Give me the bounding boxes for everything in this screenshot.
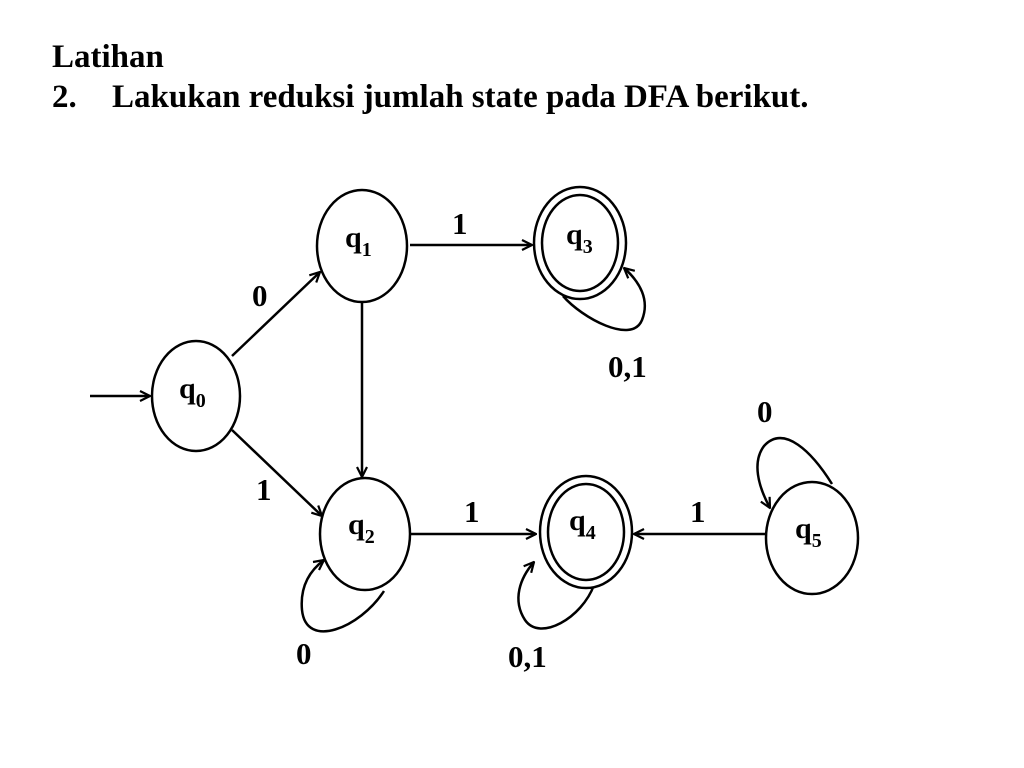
state-q5: q5 xyxy=(764,480,860,596)
state-q1-label: q1 xyxy=(345,221,372,261)
loop-q5 xyxy=(756,436,834,508)
exercise-number: 2. xyxy=(52,78,77,115)
state-q0: q0 xyxy=(150,339,242,453)
label-q0-q1: 0 xyxy=(252,278,268,313)
slide-header: Latihan 2. Lakukan reduksi jumlah state p… xyxy=(52,38,809,117)
label-q1-q3: 1 xyxy=(452,206,468,241)
label-q5-loop: 0 xyxy=(757,394,773,429)
state-q4-label: q4 xyxy=(569,504,596,544)
state-q1: q1 xyxy=(315,188,409,304)
label-q4-loop: 0,1 xyxy=(508,639,547,674)
state-q2-label: q2 xyxy=(348,508,375,548)
state-q0-label: q0 xyxy=(179,372,206,412)
label-q3-loop: 0,1 xyxy=(608,349,647,384)
edge-q0-q2 xyxy=(231,429,322,516)
loop-q4 xyxy=(517,562,596,630)
state-q4: q4 xyxy=(538,474,634,590)
label-q2-q4: 1 xyxy=(464,494,480,529)
exercise-text: Lakukan reduksi jumlah state pada DFA be… xyxy=(112,78,809,115)
label-q0-q2: 1 xyxy=(256,472,272,507)
state-q2: q2 xyxy=(318,476,412,592)
label-q5-q4: 1 xyxy=(690,494,706,529)
slide-title: Latihan xyxy=(52,39,164,75)
state-q5-label: q5 xyxy=(795,512,822,552)
state-q3-label: q3 xyxy=(566,218,593,258)
state-q3: q3 xyxy=(532,185,628,301)
loop-q2 xyxy=(300,560,386,633)
edge-q0-q1 xyxy=(231,272,320,357)
exercise-item: 2. Lakukan reduksi jumlah state pada DFA … xyxy=(52,78,809,118)
loop-q3 xyxy=(562,268,647,332)
label-q2-loop: 0 xyxy=(296,636,312,671)
